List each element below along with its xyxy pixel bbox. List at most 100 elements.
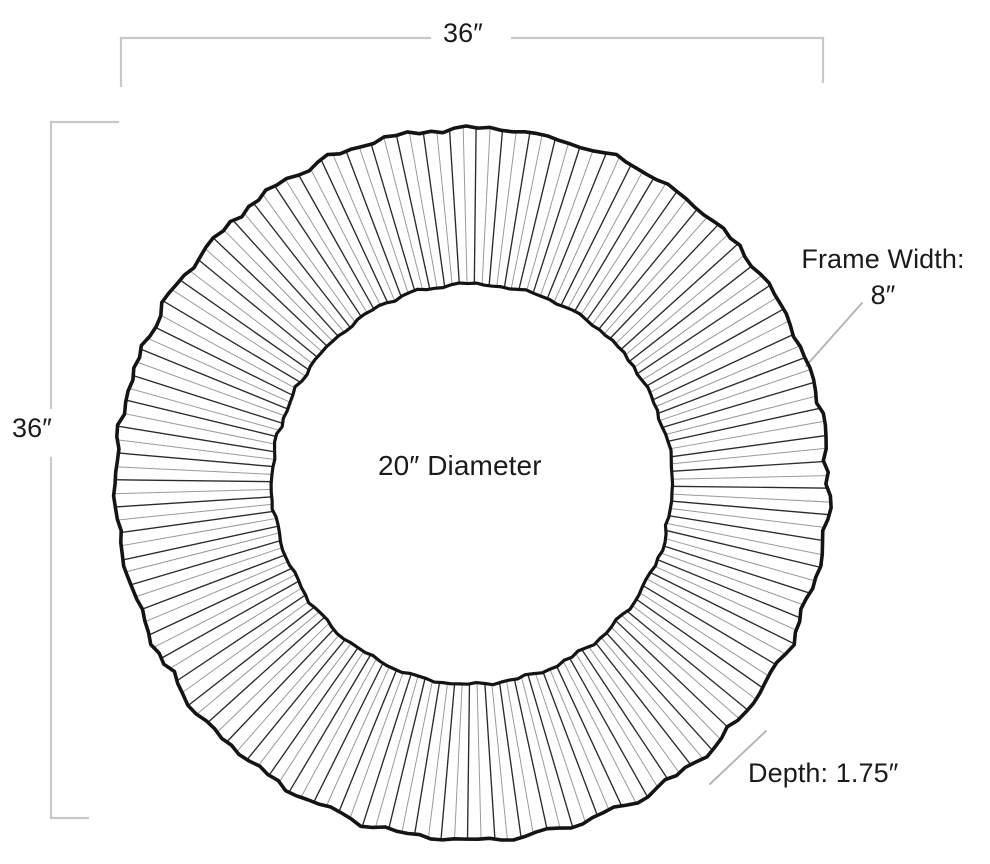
sunburst-spoke [647,318,793,394]
sunburst-spoke [517,133,558,293]
dimension-lines [49,36,825,820]
sunburst-spoke [662,537,819,583]
sunburst-spoke [632,273,765,369]
sunburst-spoke [139,560,291,625]
sunburst-spoke [307,163,383,309]
sunburst-spoke [476,681,482,841]
sunburst-spoke [113,503,276,521]
sunburst-spoke [637,591,775,681]
frame-width-title: Frame Width: [801,244,965,274]
sunburst-spoke [133,360,287,417]
sunburst-spoke [491,680,509,841]
sunburst-spoke [265,645,360,781]
sunburst-spoke [510,130,544,291]
sunburst-spoke [531,140,583,297]
sunburst-spoke [145,567,294,638]
sunburst-spoke [116,425,278,453]
sunburst-spoke [157,580,300,661]
sunburst-spoke [473,126,477,287]
sunburst-spoke [503,128,532,290]
leader-lines [709,302,863,785]
sunburst-spoke [666,420,827,450]
sunburst-spoke [169,287,307,377]
sunburst-spoke [276,649,365,787]
sunburst-spoke [657,551,811,608]
sunburst-spoke [614,619,734,733]
sunburst-spoke [335,666,399,819]
sunburst-spoke [374,674,419,832]
sunburst-spoke [344,146,403,300]
sunburst-spoke [121,398,281,438]
sunburst-spoke [113,466,275,475]
sunburst-spoke [272,183,364,320]
sunburst-spoke [663,529,823,569]
sunburst-spoke [613,232,731,347]
sunburst-spoke [607,222,721,342]
sunburst-spoke [413,678,441,840]
sunburst-spoke [114,510,277,534]
sunburst-spoke [155,311,299,391]
sunburst-spoke [653,343,805,408]
sunburst-spoke [602,213,711,336]
sunburst-spoke [164,586,304,673]
sunburst-spoke [176,277,311,372]
sunburst-spoke [513,676,550,837]
sunburst-spoke [659,544,816,596]
sunburst-spoke [295,169,376,312]
mirror-ring [111,124,833,842]
sunburst-spoke [466,681,471,841]
sunburst-spoke [113,488,275,495]
sunburst-spoke [122,532,281,574]
sunburst-spoke [584,188,680,323]
sunburst-spoke [580,648,672,785]
sunburst-spoke [114,439,277,461]
sunburst-spoke [661,380,818,429]
sunburst-spoke [204,616,326,726]
sunburst-spoke [665,522,826,556]
sunburst-spoke [283,176,370,316]
sunburst-spoke [590,196,690,327]
mirror-diameter-label: 20″ Diameter [378,450,542,481]
sunburst-spoke [427,680,449,841]
sunburst-spokes [113,126,832,841]
sunburst-spoke [641,584,783,669]
sunburst-spoke [668,447,831,465]
sunburst-spoke [116,517,278,547]
sunburst-spoke [361,671,413,828]
sunburst-spoke [633,597,768,692]
sunburst-spoke [520,675,562,834]
sunburst-spoke [481,126,491,287]
overall-height-label: 36″ [12,413,52,443]
depth-label: Depth: 1.75″ [748,758,899,788]
sunburst-spoke [527,673,575,831]
sunburst-spoke [243,636,348,764]
sunburst-spoke [161,299,303,384]
sunburst-spoke [552,155,621,305]
sunburst-spoke [219,225,335,343]
sunburst-spoke [650,331,800,402]
sunburst-spoke [663,394,822,436]
sunburst-spoke [386,675,427,835]
sunburst-spoke [395,131,431,292]
sunburst-spoke [636,283,773,375]
sunburst-spoke [113,451,276,468]
sunburst-spoke [223,626,337,746]
sunburst-spoke [119,525,280,562]
sunburst-spoke [534,671,587,826]
sunburst-spoke [484,680,496,841]
overall-width-label: 36″ [443,18,483,48]
sunburst-spoke [435,126,453,288]
sunburst-spoke [666,514,829,542]
sunburst-spoke [554,662,625,812]
sunburst-spoke [669,485,832,489]
sunburst-spoke [357,142,410,297]
sunburst-spoke [323,663,391,813]
sunburst-spoke [148,323,296,397]
sunburst-spoke [253,641,353,772]
sunburst-spoke [128,373,285,425]
sunburst-spoke [210,235,330,349]
sunburst-spoke [664,406,825,443]
sunburst-spoke [559,161,634,308]
sunburst-spoke [462,126,468,287]
sunburst-spoke [496,126,518,289]
